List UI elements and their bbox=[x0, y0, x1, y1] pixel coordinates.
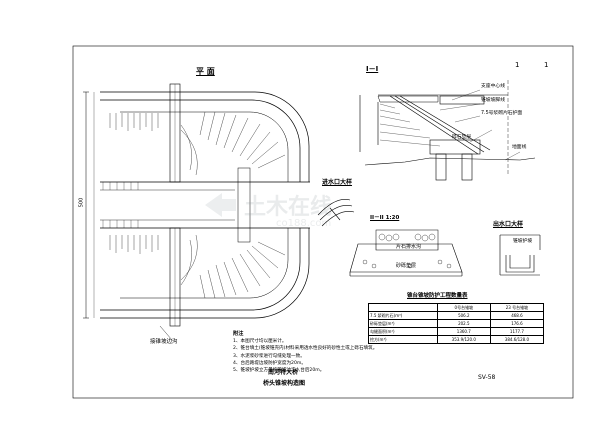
table-header-row: 0号台锥坡 23 号台锥坡 bbox=[368, 303, 545, 312]
table-cell: 506.2 bbox=[436, 311, 491, 320]
plan-title: 平 面 bbox=[196, 67, 215, 76]
plan-lower-toe bbox=[120, 228, 289, 299]
section-1-label-toe: 锥坡坡脚线 bbox=[481, 98, 505, 103]
section-1-label-facing: 7.5号浆砌片石护面 bbox=[481, 111, 523, 116]
table-row: 挖方(m³) 353.9/120.0 384.6/128.0 bbox=[368, 335, 545, 344]
section-1-label-ground: 地面线 bbox=[512, 145, 527, 150]
title-code: SV-58 bbox=[478, 374, 496, 381]
section-1-label-bearing: 支座中心线 bbox=[481, 84, 505, 89]
table-cell: 7.5 浆砌片石(m³) bbox=[368, 311, 438, 320]
table-row: 7.5 浆砌片石(m³) 506.2 468.6 bbox=[368, 311, 545, 320]
notes-title: 附注 bbox=[233, 331, 244, 337]
table-cell: 1177.7 bbox=[489, 327, 545, 336]
table-cell: 挖方(m³) bbox=[368, 335, 438, 344]
table-cell: 384.6/128.0 bbox=[489, 335, 545, 344]
sheet-number-left: 1 bbox=[515, 61, 520, 69]
plan-lower-outline-inner bbox=[100, 228, 301, 311]
table-cell: 勾缝面积(m²) bbox=[368, 327, 438, 336]
note-item: 4、台后路堤边坡防护宽度为20m。 bbox=[233, 360, 306, 366]
plan-view bbox=[83, 83, 310, 327]
quantity-table: 0号台锥坡 23 号台锥坡 7.5 浆砌片石(m³) 506.2 468.6 砂… bbox=[368, 303, 545, 344]
table-cell: 468.6 bbox=[489, 311, 545, 320]
section-1 bbox=[359, 80, 536, 181]
table-cell: 砂砾垫层(m³) bbox=[368, 319, 438, 328]
inlet-detail bbox=[317, 199, 355, 227]
section-2-label-gravel: 砂砾垫层 bbox=[396, 263, 417, 269]
table-cell: 176.6 bbox=[489, 319, 545, 328]
watermark-logo-icon bbox=[205, 193, 236, 217]
watermark-sub: co188.com bbox=[276, 218, 331, 229]
notes-block: 附注 1、本图尺寸均以厘米计。 2、锥台填土(锥坡锥壳内)材料采用透水性良好的砂… bbox=[233, 331, 377, 374]
title-project: 南河特大桥 bbox=[268, 369, 299, 376]
quantity-table-title: 锥台锥坡防护工程数量表 bbox=[407, 293, 468, 299]
note-item: 5、锥坡护坡立方量按锥坡边沟入台后20m。 bbox=[233, 368, 325, 374]
outlet-title: 出水口大样 bbox=[493, 221, 524, 228]
plan-lower-outline bbox=[100, 228, 310, 319]
section-1-title: I－I bbox=[366, 65, 379, 73]
plan-lower-hatch bbox=[109, 234, 286, 299]
table-row: 勾缝面积(m²) 1360.7 1177.7 bbox=[368, 327, 545, 336]
note-item: 1、本图尺寸均以厘米计。 bbox=[233, 339, 287, 345]
watermark: 土木在线 co188.com bbox=[205, 193, 332, 229]
table-cell: 1360.7 bbox=[436, 327, 491, 336]
table-cell: 202.5 bbox=[436, 319, 491, 328]
table-header-cell: 23 号台锥坡 bbox=[489, 303, 545, 312]
plan-upper-hatch bbox=[109, 111, 286, 176]
plan-ditch-leader bbox=[159, 325, 173, 341]
outlet-detail bbox=[499, 234, 541, 276]
section-2-stones bbox=[362, 233, 452, 269]
plan-upper-toe bbox=[120, 111, 289, 182]
outlet-label-slope: 锥坡护坡 bbox=[513, 239, 533, 244]
section-1-label-cushion: 碎石垫层 bbox=[452, 135, 472, 140]
plan-road-hatch bbox=[102, 182, 139, 228]
title-drawing: 桥头锥坡构造图 bbox=[263, 380, 306, 387]
plan-upper-outline bbox=[100, 91, 310, 182]
table-row: 砂砾垫层(m³) 202.5 176.6 bbox=[368, 319, 545, 328]
section-1-leaders bbox=[439, 89, 521, 161]
plan-ditch-label: 接锥坡边沟 bbox=[150, 339, 178, 345]
section-2-label-ditch: 片石排水沟 bbox=[396, 244, 422, 250]
sheet-border bbox=[72, 45, 574, 399]
plan-dimension: 500 bbox=[78, 197, 85, 208]
table-header-cell: 0号台锥坡 bbox=[436, 303, 491, 312]
inlet-title: 进水口大样 bbox=[322, 179, 353, 186]
watermark-main: 土木在线 bbox=[244, 194, 332, 220]
plan-upper-outline-inner bbox=[100, 99, 301, 182]
section-2-title: II－II 1:20 bbox=[370, 215, 400, 221]
section-1-hatch bbox=[379, 103, 441, 147]
note-item: 2、锥台填土(锥坡锥壳内)材料采用透水性良好的砂性土或上砾石填筑。 bbox=[233, 346, 378, 352]
sheet-number-right: 1 bbox=[544, 61, 549, 69]
section-2 bbox=[349, 229, 463, 277]
note-item: 3、水泥浆砂浆进行勾缝处理一致。 bbox=[233, 353, 305, 359]
table-header-cell bbox=[368, 303, 438, 312]
table-cell: 353.9/120.0 bbox=[436, 335, 491, 344]
